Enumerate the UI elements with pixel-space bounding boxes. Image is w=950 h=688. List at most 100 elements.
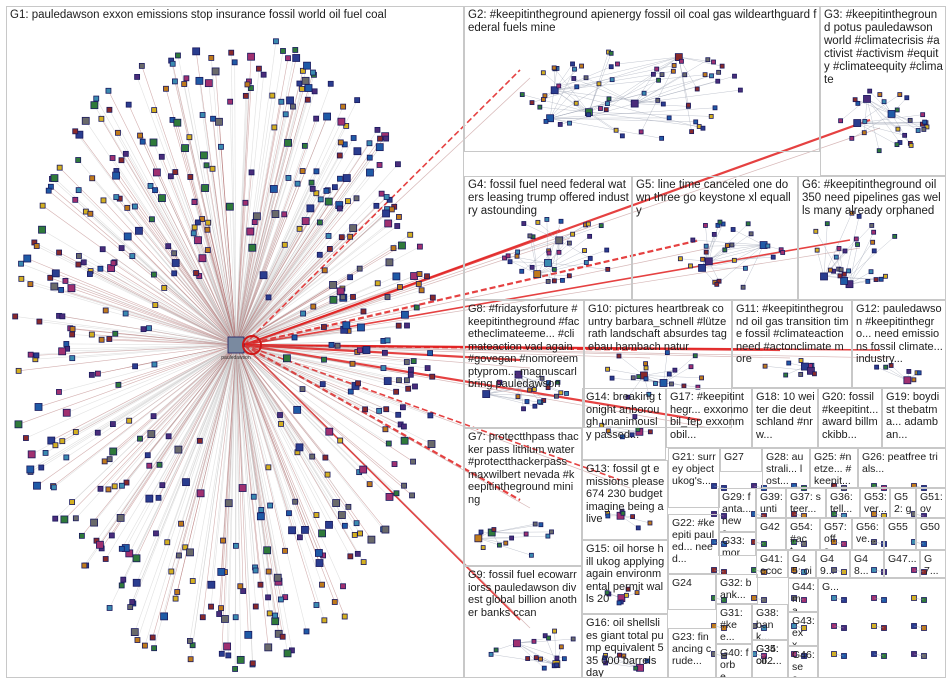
node	[182, 478, 190, 487]
edge	[678, 57, 692, 132]
edge	[529, 235, 538, 275]
node	[528, 552, 534, 558]
edge	[663, 355, 696, 384]
node	[199, 614, 206, 621]
edge	[154, 190, 237, 346]
edge	[793, 541, 805, 545]
node	[209, 165, 216, 172]
node	[217, 568, 226, 576]
node	[144, 452, 151, 459]
edge	[235, 200, 349, 346]
node	[116, 513, 125, 522]
node	[664, 350, 670, 355]
node	[329, 295, 338, 304]
edge	[235, 127, 275, 346]
node	[561, 656, 567, 662]
edge	[128, 104, 237, 346]
edge	[559, 240, 591, 259]
edge	[235, 247, 253, 346]
node	[874, 364, 880, 370]
edge	[235, 344, 397, 393]
edge	[36, 245, 237, 346]
node	[145, 494, 154, 503]
edge	[15, 316, 237, 346]
edge	[518, 374, 567, 394]
edge	[235, 344, 323, 534]
edge	[235, 74, 264, 346]
node	[833, 254, 839, 260]
node	[482, 390, 491, 398]
node	[313, 602, 320, 608]
node	[50, 484, 57, 491]
edge	[74, 131, 237, 346]
node	[315, 559, 324, 567]
edge	[235, 234, 411, 346]
node	[513, 639, 521, 648]
node	[90, 101, 99, 110]
node	[674, 53, 683, 61]
edge	[560, 103, 635, 125]
node	[87, 271, 93, 277]
edge	[235, 344, 414, 462]
node	[111, 483, 118, 490]
group-label: G29: fanta... news...	[722, 491, 752, 531]
node	[76, 253, 82, 259]
edge	[734, 244, 764, 261]
node	[666, 371, 672, 377]
node	[151, 361, 158, 368]
group-label: G51: ove...	[920, 491, 943, 517]
edge	[793, 625, 805, 629]
edge	[243, 69, 521, 346]
edge	[518, 374, 561, 394]
edge	[120, 344, 237, 519]
node	[278, 420, 284, 427]
edge	[478, 538, 506, 544]
edge	[235, 190, 327, 346]
node	[313, 168, 320, 175]
edge	[38, 344, 237, 408]
node	[331, 184, 338, 191]
node	[115, 381, 122, 388]
group-g43: G43: exx...	[788, 612, 818, 646]
node	[871, 248, 877, 254]
node	[204, 226, 211, 233]
node	[532, 521, 538, 527]
node	[186, 134, 193, 141]
node	[195, 76, 204, 85]
edge	[235, 248, 331, 346]
edge	[866, 98, 899, 130]
node	[329, 281, 337, 289]
edge	[601, 425, 640, 433]
node	[257, 581, 264, 588]
node	[187, 656, 194, 663]
edge	[537, 249, 607, 275]
group-g14: G14: breaking tonight anborough unanimou…	[582, 388, 666, 460]
node	[587, 256, 593, 261]
group-label: G41: ecoci...	[760, 553, 783, 577]
node	[407, 231, 414, 238]
node	[798, 372, 804, 377]
edge	[235, 344, 346, 526]
edge	[554, 90, 589, 115]
group-g27: G27	[720, 448, 762, 472]
edge	[143, 328, 237, 346]
edge	[103, 200, 237, 346]
edge	[25, 344, 237, 439]
node	[277, 412, 283, 418]
node	[404, 322, 410, 329]
node	[267, 502, 274, 509]
edge	[27, 258, 237, 346]
node	[877, 92, 883, 97]
node	[281, 241, 288, 248]
node	[783, 372, 789, 378]
node	[557, 122, 563, 127]
edge	[643, 369, 675, 376]
edge	[66, 344, 237, 458]
edge	[235, 276, 397, 346]
node	[391, 461, 398, 467]
node	[203, 162, 210, 169]
node	[861, 130, 867, 136]
group-label: G12: pauledawson #keepitinthegro... need…	[856, 303, 943, 365]
node	[616, 353, 622, 359]
edge	[547, 221, 562, 264]
